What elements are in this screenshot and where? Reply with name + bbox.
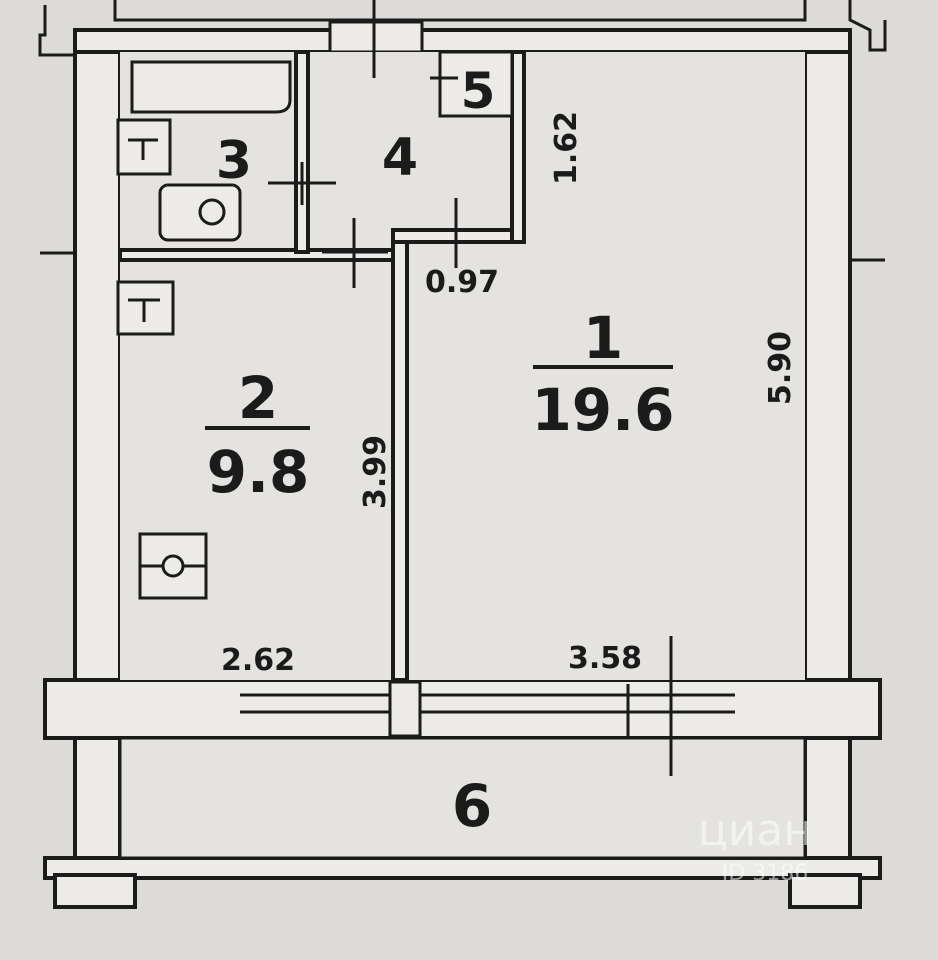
room-2-number: 2 <box>238 364 278 432</box>
window-wall <box>43 678 882 740</box>
closet-5-box <box>438 50 514 118</box>
top-left-wall <box>38 5 75 57</box>
partition-room2-room1 <box>391 228 409 682</box>
kitchen-sink-icon <box>116 280 175 336</box>
apartment-floor <box>120 52 805 680</box>
balcony-right-bracket <box>788 873 862 909</box>
toilet-bowl-icon <box>198 198 226 226</box>
room-1-number: 1 <box>583 304 623 372</box>
dim-room2-height: 3.99 <box>358 435 393 509</box>
dim-room2-width: 2.62 <box>221 643 295 678</box>
top-wall <box>113 0 807 22</box>
kitchen-tap-icon <box>128 298 160 322</box>
dim-corridor-depth: 1.62 <box>549 111 584 185</box>
watermark-brand: циан <box>698 805 812 856</box>
stove-burner-icon <box>161 554 185 578</box>
room-2-area: 9.8 <box>207 438 310 506</box>
right-wall <box>803 28 852 882</box>
window-mullion <box>388 680 422 738</box>
room-6-floor <box>118 736 807 860</box>
partition-bath-hall <box>294 50 310 254</box>
top-right-wall <box>848 0 887 52</box>
bathtub-icon <box>130 60 292 114</box>
dim-corridor-gap: 0.97 <box>425 265 499 300</box>
room-1-area: 19.6 <box>531 376 674 444</box>
dim-room1-height: 5.90 <box>763 331 798 405</box>
left-wall <box>73 28 122 882</box>
bath-tap-icon <box>128 138 158 160</box>
dim-room1-width: 3.58 <box>568 641 642 676</box>
upper-wall <box>73 28 852 54</box>
balcony-left-bracket <box>53 873 137 909</box>
partition-hall-right <box>510 50 526 244</box>
watermark: циан ID 3186 <box>698 805 812 886</box>
entrance-opening <box>328 20 424 54</box>
room-3-number: 3 <box>216 131 252 191</box>
watermark-id: ID 3186 <box>722 861 808 886</box>
room-6-number: 6 <box>452 772 492 840</box>
room-5-number: 5 <box>461 62 496 120</box>
room-4-number: 4 <box>382 128 418 188</box>
